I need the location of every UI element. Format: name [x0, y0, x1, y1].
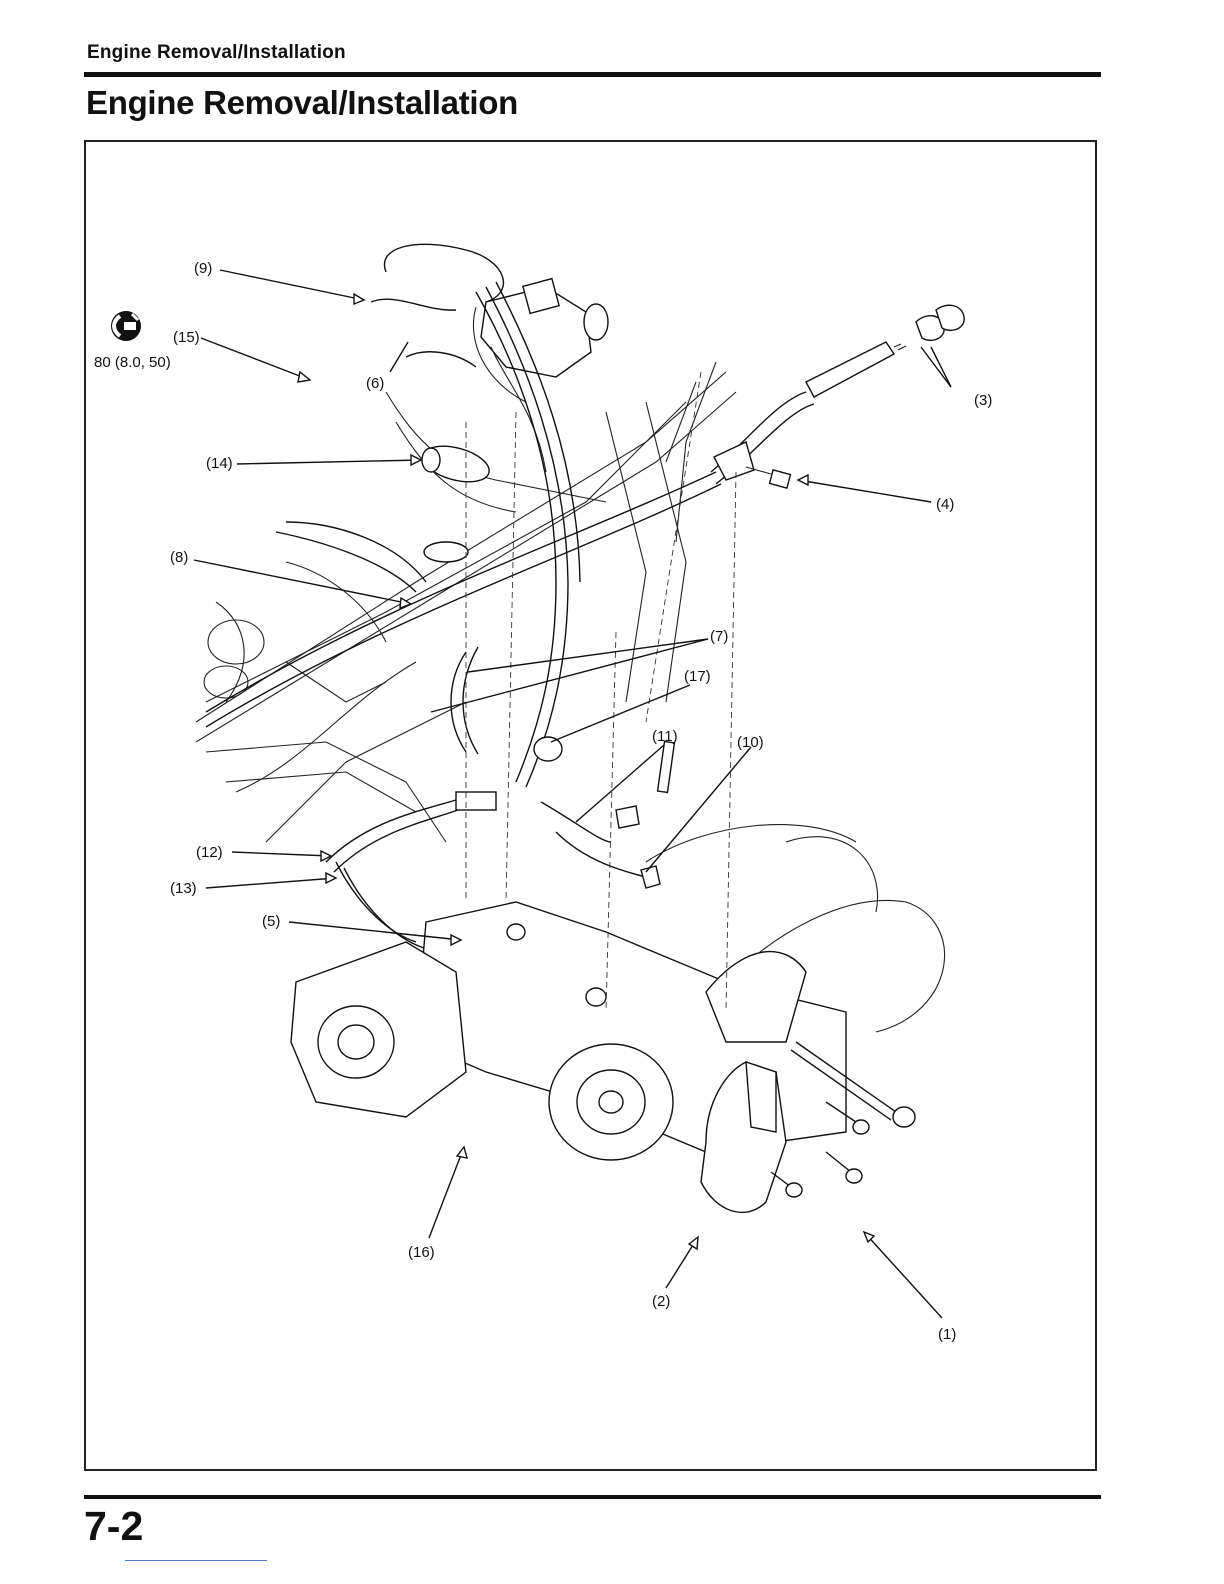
- page-title: Engine Removal/Installation: [86, 84, 518, 122]
- callout-17: (17): [684, 668, 711, 685]
- callout-14: (14): [206, 455, 233, 472]
- footer-rule: [84, 1495, 1101, 1499]
- engine-case-drawing: [291, 825, 945, 1160]
- throttle-cable-drawing: [206, 342, 906, 727]
- torque-spec: 80 (8.0, 50): [94, 354, 171, 371]
- callout-5: (5): [262, 913, 280, 930]
- callout-8: (8): [170, 549, 188, 566]
- callout-16: (16): [408, 1244, 435, 1261]
- callout-2: (2): [652, 1293, 670, 1310]
- running-head: Engine Removal/Installation: [87, 42, 346, 64]
- callout-12: (12): [196, 844, 223, 861]
- callout-3: (3): [974, 392, 992, 409]
- callout-6: (6): [366, 375, 384, 392]
- callout-1: (1): [938, 1326, 956, 1343]
- header-rule: [84, 72, 1101, 77]
- callout-11: (11): [652, 728, 678, 745]
- callout-10: (10): [737, 734, 764, 751]
- torque-wrench-icon: [111, 311, 141, 341]
- engine-exploded-diagram: 80 (8.0, 50) (9) (15) (6) (3) (14) (4) (…: [86, 142, 1099, 1473]
- figure-frame: 80 (8.0, 50) (9) (15) (6) (3) (14) (4) (…: [84, 140, 1097, 1471]
- page-number: 7-2: [84, 1503, 143, 1550]
- callout-13: (13): [170, 880, 197, 897]
- callout-15: (15): [173, 329, 200, 346]
- footer-link-line: [125, 1560, 267, 1561]
- callout-9: (9): [194, 260, 212, 277]
- fasteners-top-drawing: [746, 305, 964, 488]
- callout-7: (7): [710, 628, 728, 645]
- callout-4: (4): [936, 496, 954, 513]
